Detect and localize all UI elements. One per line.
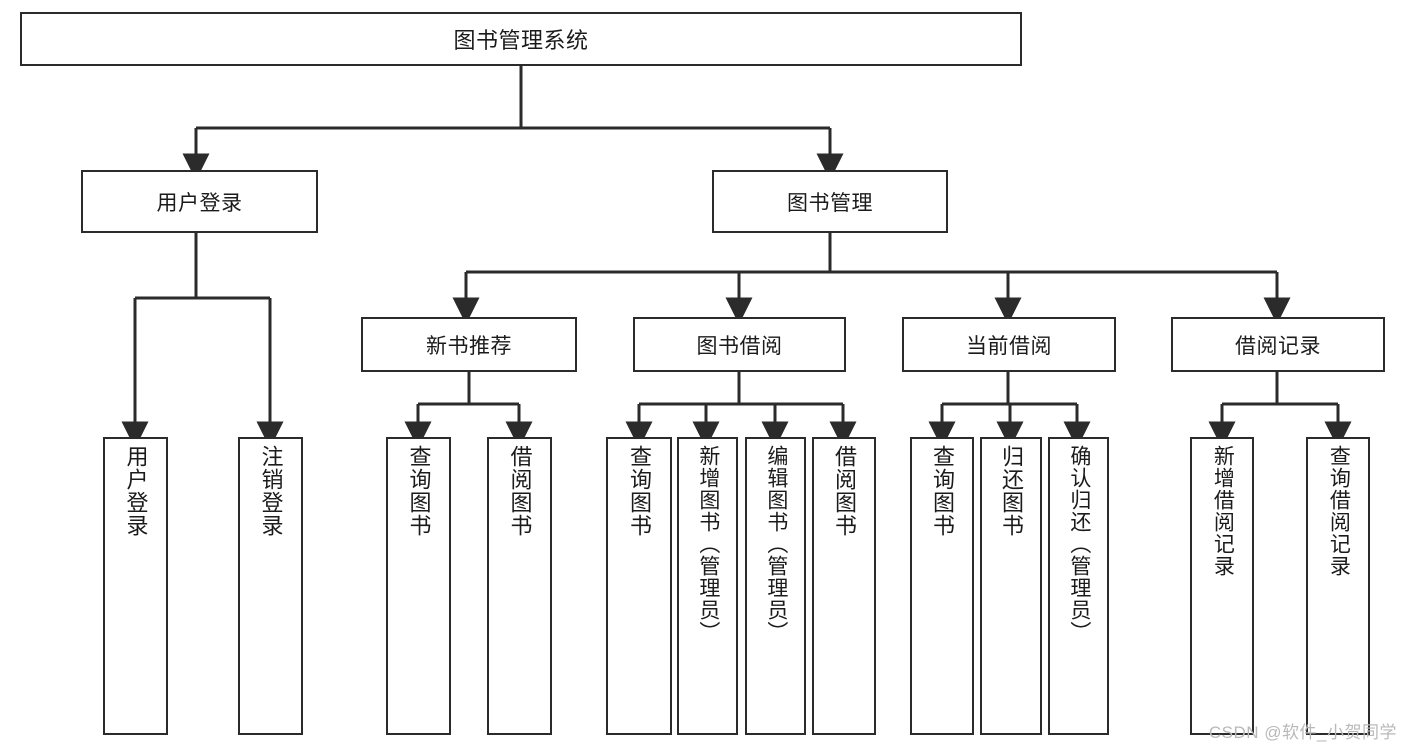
node-label: 查询图书 — [406, 445, 432, 537]
node-label: 注销登录 — [258, 445, 284, 537]
leaf-book-borrow-edit[interactable]: 编辑图书（管理员） — [745, 437, 806, 735]
node-label: 借阅图书 — [831, 445, 857, 537]
leaf-current-borrow-query[interactable]: 查询图书 — [910, 437, 974, 735]
leaf-new-book-query[interactable]: 查询图书 — [386, 437, 451, 735]
leaf-borrow-record-add[interactable]: 新增借阅记录 — [1190, 437, 1254, 735]
node-label: 编辑图书（管理员） — [764, 445, 788, 643]
node-user-login[interactable]: 用户登录 — [81, 170, 318, 233]
node-label: 用户登录 — [123, 445, 149, 537]
node-label: 确认归还（管理员） — [1067, 445, 1091, 643]
node-current-borrow[interactable]: 当前借阅 — [902, 317, 1116, 372]
node-label: 查询图书 — [626, 445, 652, 537]
leaf-book-borrow-add[interactable]: 新增图书（管理员） — [677, 437, 738, 735]
node-new-book-recommend[interactable]: 新书推荐 — [361, 317, 577, 372]
node-book-borrow[interactable]: 图书借阅 — [633, 317, 846, 372]
node-label: 借阅记录 — [1235, 334, 1321, 358]
leaf-current-borrow-confirm-return[interactable]: 确认归还（管理员） — [1048, 437, 1109, 735]
node-label: 图书管理 — [787, 191, 873, 215]
leaf-user-login-logout[interactable]: 注销登录 — [238, 437, 303, 735]
leaf-book-borrow-query[interactable]: 查询图书 — [606, 437, 672, 735]
node-label: 新书推荐 — [426, 334, 512, 358]
node-label: 用户登录 — [156, 191, 243, 215]
node-borrow-records[interactable]: 借阅记录 — [1171, 317, 1385, 372]
node-label: 借阅图书 — [507, 445, 533, 537]
node-label: 查询借阅记录 — [1327, 445, 1351, 577]
node-label: 图书借阅 — [696, 334, 783, 358]
node-book-management[interactable]: 图书管理 — [712, 170, 948, 233]
leaf-book-borrow-borrow[interactable]: 借阅图书 — [812, 437, 876, 735]
leaf-new-book-borrow[interactable]: 借阅图书 — [487, 437, 552, 735]
leaf-borrow-record-query[interactable]: 查询借阅记录 — [1306, 437, 1370, 735]
node-label: 新增图书（管理员） — [696, 445, 720, 643]
node-label: 归还图书 — [998, 445, 1024, 537]
watermark-text: CSDN @软件_小贺同学 — [1208, 723, 1397, 742]
node-label: 当前借阅 — [966, 334, 1052, 358]
node-root-system[interactable]: 图书管理系统 — [20, 12, 1022, 66]
node-label: 查询图书 — [929, 445, 955, 537]
node-label: 新增借阅记录 — [1211, 445, 1235, 577]
leaf-user-login-login[interactable]: 用户登录 — [103, 437, 168, 735]
node-label: 图书管理系统 — [453, 28, 589, 53]
leaf-current-borrow-return[interactable]: 归还图书 — [980, 437, 1042, 735]
